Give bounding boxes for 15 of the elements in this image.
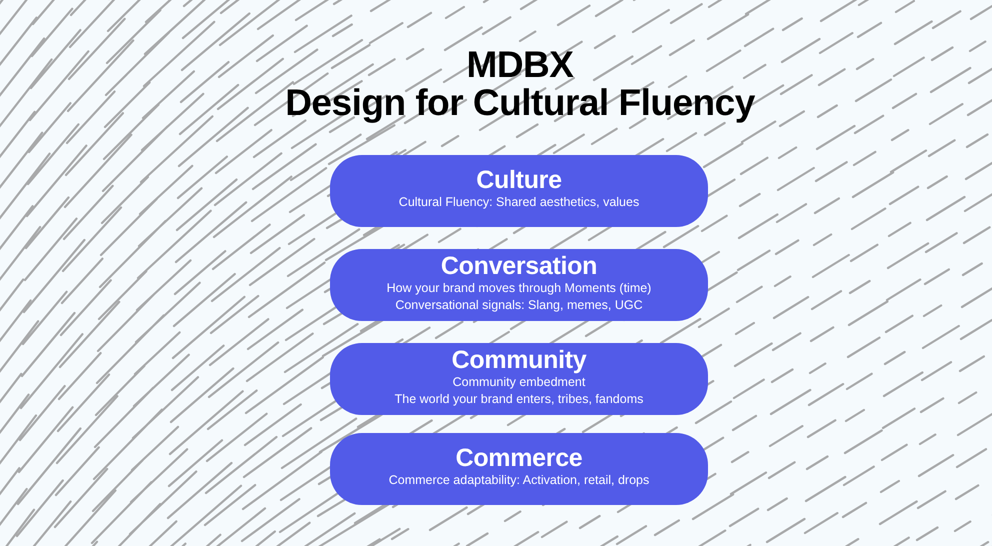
category-heading: Culture [476,167,562,194]
category-pill [330,433,708,505]
category-pill [330,249,708,321]
title: MDBX Design for Cultural Fluency [284,46,756,122]
category-description: How your brand moves through Moments (time) [386,280,652,296]
category-heading: Community [452,346,586,374]
category-description: Community embedment [452,374,586,390]
category-description: Commerce adaptability: Activation, retail, drops [388,472,650,489]
category-description: Conversational signals: Slang, memes, UGC [395,296,643,314]
category-heading: Conversation [440,252,598,280]
category-pill [330,343,708,415]
category-heading: Commerce [456,445,582,472]
category-description: The world your brand enters, tribes, fandoms [394,390,644,408]
category-pill [330,155,708,227]
category-description: Cultural Fluency: Shared aesthetics, values [398,194,640,211]
